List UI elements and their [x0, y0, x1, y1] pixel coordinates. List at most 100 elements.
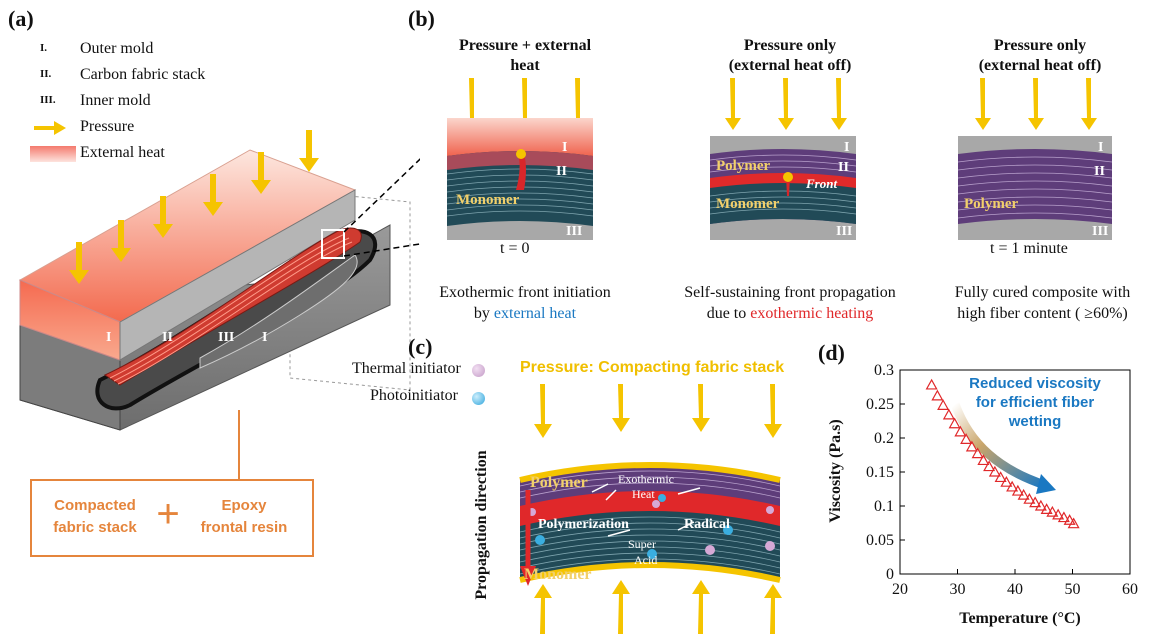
stage2-numeral-ii: II — [838, 160, 849, 175]
y-tick-label: 0.3 — [874, 362, 894, 379]
stage1-numeral-i: I — [562, 140, 568, 155]
data-point — [1023, 492, 1036, 504]
y-tick-label: 0.15 — [866, 464, 894, 481]
chart-annotation: Reduced viscosity for efficient fiber we… — [969, 375, 1101, 430]
y-tick-label: 0.25 — [866, 396, 894, 413]
pressure-compacting-title: Pressure: Compacting fabric stack — [520, 359, 785, 376]
data-point — [937, 399, 950, 410]
plus-sign: + — [156, 492, 180, 536]
heat-swatch-icon — [30, 146, 76, 162]
compacted-fabric-label: Compacted fabric stack — [53, 497, 137, 536]
radical-label: Radical — [684, 517, 730, 532]
data-point — [954, 425, 967, 437]
chart-xlabel: Temperature (°C) — [959, 610, 1081, 627]
connector-line — [238, 410, 240, 480]
data-point — [1006, 480, 1019, 492]
data-point — [1011, 484, 1024, 496]
data-point — [988, 465, 1001, 477]
data-point — [1000, 475, 1013, 487]
mold-illustration — [18, 130, 420, 431]
pressure-arrow-icon — [34, 121, 66, 135]
data-point — [1063, 514, 1076, 525]
x-tick-label: 60 — [1122, 581, 1138, 598]
stage2-numeral-i: I — [844, 140, 850, 155]
y-tick-label: 0 — [886, 566, 894, 583]
data-point — [942, 408, 955, 420]
data-point — [1046, 505, 1059, 517]
y-tick-label: 0.1 — [874, 498, 894, 515]
data-point — [1034, 499, 1047, 511]
mold-label-iii: III — [218, 330, 235, 345]
data-point — [1052, 508, 1065, 520]
panel-label-c: (c) — [408, 334, 433, 359]
data-point — [1029, 496, 1042, 508]
annotation-arrowhead — [1036, 474, 1056, 494]
polymerization-label: Polymerization — [538, 517, 629, 532]
stage1-numeral-iii: III — [566, 224, 583, 239]
y-tick-label: 0.2 — [874, 430, 894, 447]
stage3-numeral-iii: III — [1092, 224, 1109, 239]
panel-label-a: (a) — [8, 6, 34, 31]
data-point — [948, 417, 961, 429]
stage3-caption: Fully cured composite with high fiber co… — [954, 284, 1131, 322]
chart-ylabel: Viscosity (Pa.s) — [827, 419, 844, 523]
stage3-title: Pressure only (external heat off) — [978, 37, 1102, 74]
legend-thermal-initiator: Thermal initiator — [352, 360, 461, 377]
x-tick-label: 50 — [1065, 581, 1081, 598]
stage2-caption: Self-sustaining front propagation due to… — [684, 284, 896, 322]
data-point — [983, 460, 996, 472]
stage2-monomer: Monomer — [716, 196, 780, 212]
stage2-title: Pressure only (external heat off) — [728, 37, 852, 74]
x-tick-label: 40 — [1007, 581, 1023, 598]
panel-label-b: (b) — [408, 6, 435, 31]
data-point — [960, 433, 973, 444]
monomer-label: Monomer — [524, 566, 592, 583]
panel-label-d: (d) — [818, 340, 845, 365]
mold-label-i-2: I — [262, 330, 268, 345]
legend-photoinitiator: Photoinitiator — [370, 387, 458, 404]
mold-label-i: I — [106, 330, 112, 345]
photoinitiator-icon — [472, 392, 485, 405]
stage3-numeral-i: I — [1098, 140, 1104, 155]
data-point — [994, 471, 1007, 483]
propagation-diagram — [519, 384, 782, 634]
exothermic-label: Exothermic — [618, 472, 674, 486]
data-point — [971, 447, 984, 459]
mold-label-ii: II — [162, 330, 173, 345]
data-point — [925, 378, 938, 390]
stage3-numeral-ii: II — [1094, 164, 1105, 179]
stage2-front: Front — [806, 176, 838, 191]
super-label: Super — [628, 537, 656, 551]
acid-label: Acid — [634, 553, 658, 567]
stage2-numeral-iii: III — [836, 224, 853, 239]
stage1-numeral-ii: II — [556, 164, 567, 179]
stage-illustrations — [447, 78, 1112, 240]
propagation-direction-label: Propagation direction — [473, 450, 490, 600]
stage1-monomer: Monomer — [456, 192, 520, 208]
polymer-label: Polymer — [530, 474, 588, 491]
annotation-arrow — [950, 402, 1047, 490]
y-tick-label: 0.05 — [866, 532, 894, 549]
time-end: t = 1 minute — [990, 240, 1068, 257]
viscosity-chart: 20 30 40 50 60 0 0.05 0.1 0.15 0.2 0.25 0.3 — [866, 362, 1138, 598]
data-point — [931, 389, 944, 401]
composite-box: Compacted fabric stack + Epoxy frontal r… — [30, 479, 314, 557]
data-point — [965, 440, 978, 452]
heat-label: Heat — [632, 487, 655, 501]
time-start: t = 0 — [500, 240, 530, 257]
chart-ylabel-wrap: Viscosity (Pa.s) — [827, 370, 844, 572]
stage1-title: Pressure + external heat — [458, 37, 592, 74]
thermal-initiator-icon — [472, 364, 485, 377]
stage2-polymer: Polymer — [716, 158, 771, 174]
stage3-polymer: Polymer — [964, 196, 1019, 212]
data-point — [1017, 488, 1030, 500]
data-point — [1040, 503, 1053, 514]
data-point — [1067, 517, 1080, 529]
stage1-caption: Exothermic front initiation by external … — [439, 284, 611, 322]
data-point — [1057, 511, 1070, 523]
x-tick-label: 30 — [950, 581, 966, 598]
data-point — [977, 454, 990, 466]
mold-pressure-arrows — [69, 130, 319, 284]
epoxy-resin-label: Epoxy frontal resin — [200, 497, 288, 536]
x-tick-label: 20 — [892, 581, 908, 598]
